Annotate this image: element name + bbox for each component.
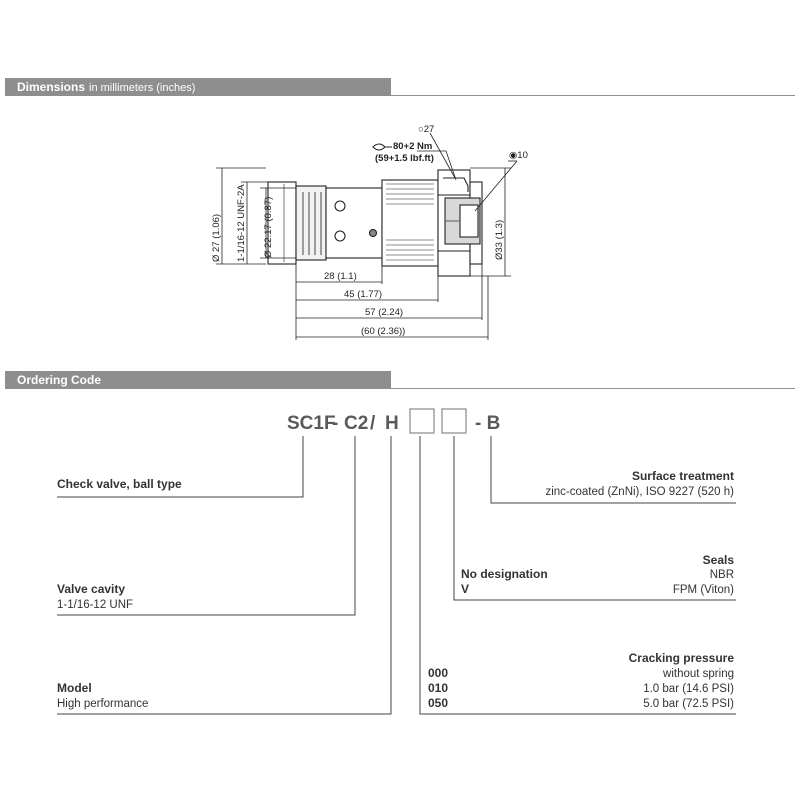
code-box-pressure — [409, 408, 435, 434]
cracking-code-2: 010 — [428, 681, 448, 695]
dimensions-subtitle: in millimeters (inches) — [89, 82, 196, 94]
dim-length-45: 45 (1.77) — [344, 289, 382, 300]
seals-code-1: V — [461, 582, 469, 596]
model-title: Model — [57, 681, 92, 695]
surface-value: zinc-coated (ZnNi), ISO 9227 (520 h) — [545, 486, 734, 498]
connector-seals — [453, 436, 736, 601]
torque-imperial-label: (59+1.5 lbf.ft) — [375, 153, 434, 164]
connector-surface — [490, 436, 736, 504]
dim-diameter-27: Ø 27 (1.06) — [211, 214, 222, 262]
code-h: H — [385, 413, 399, 434]
seals-title: Seals — [703, 553, 735, 567]
connector-model — [57, 436, 392, 715]
ordering-divider — [5, 388, 795, 389]
cracking-desc-2: 1.0 bar (14.6 PSI) — [643, 683, 734, 695]
hex-size-label: ○27 — [418, 124, 434, 135]
code-dash-1: - — [332, 413, 338, 434]
cracking-desc-0: without spring — [662, 668, 734, 680]
connector-check-valve — [57, 436, 304, 498]
valve-cavity-title: Valve cavity — [57, 582, 125, 596]
torque-metric-label: 80+2 Nm — [393, 141, 432, 152]
cracking-code-1: 000 — [428, 666, 448, 680]
code-sc1f: SC1F — [287, 413, 336, 434]
code-box-seals — [441, 408, 467, 434]
valve-cartridge-drawing — [267, 169, 483, 277]
ordering-code: SC1F - C2 / H - B — [287, 408, 500, 434]
connector-cracking — [419, 436, 736, 715]
valve-cavity-value: 1-1/16-12 UNF — [57, 599, 133, 611]
seals-desc-0: NBR — [710, 569, 734, 581]
seals-code-0: No designation — [461, 567, 548, 581]
code-b: - B — [475, 413, 500, 434]
code-slash: / — [370, 413, 376, 434]
dim-diameter-22: Ø 22.17 (0.87) — [263, 197, 274, 258]
connector-valve-cavity — [57, 436, 356, 616]
dim-length-28: 28 (1.1) — [324, 271, 357, 282]
dim-thread: 1-1/16-12 UNF-2A — [236, 184, 247, 262]
check-valve-title: Check valve, ball type — [57, 477, 182, 491]
surface-title: Surface treatment — [632, 469, 734, 483]
dim-length-60: (60 (2.36)) — [361, 326, 405, 337]
dimensions-divider — [5, 95, 795, 96]
cracking-desc-3: 5.0 bar (72.5 PSI) — [643, 698, 734, 710]
model-value: High performance — [57, 698, 148, 710]
dimensions-title: Dimensions — [17, 80, 86, 94]
dim-diameter-33: Ø33 (1.3) — [494, 220, 505, 260]
ordering-title: Ordering Code — [17, 373, 102, 387]
cracking-title: Cracking pressure — [629, 651, 735, 665]
cracking-code-3: 050 — [428, 696, 448, 710]
dim-length-57: 57 (2.24) — [365, 307, 403, 318]
wrench-icon — [372, 143, 392, 151]
seals-desc-1: FPM (Viton) — [673, 584, 734, 596]
ordering-header: Ordering Code — [5, 371, 391, 389]
socket-size-label: ◉10 — [509, 150, 528, 161]
code-c2: C2 — [344, 413, 368, 434]
